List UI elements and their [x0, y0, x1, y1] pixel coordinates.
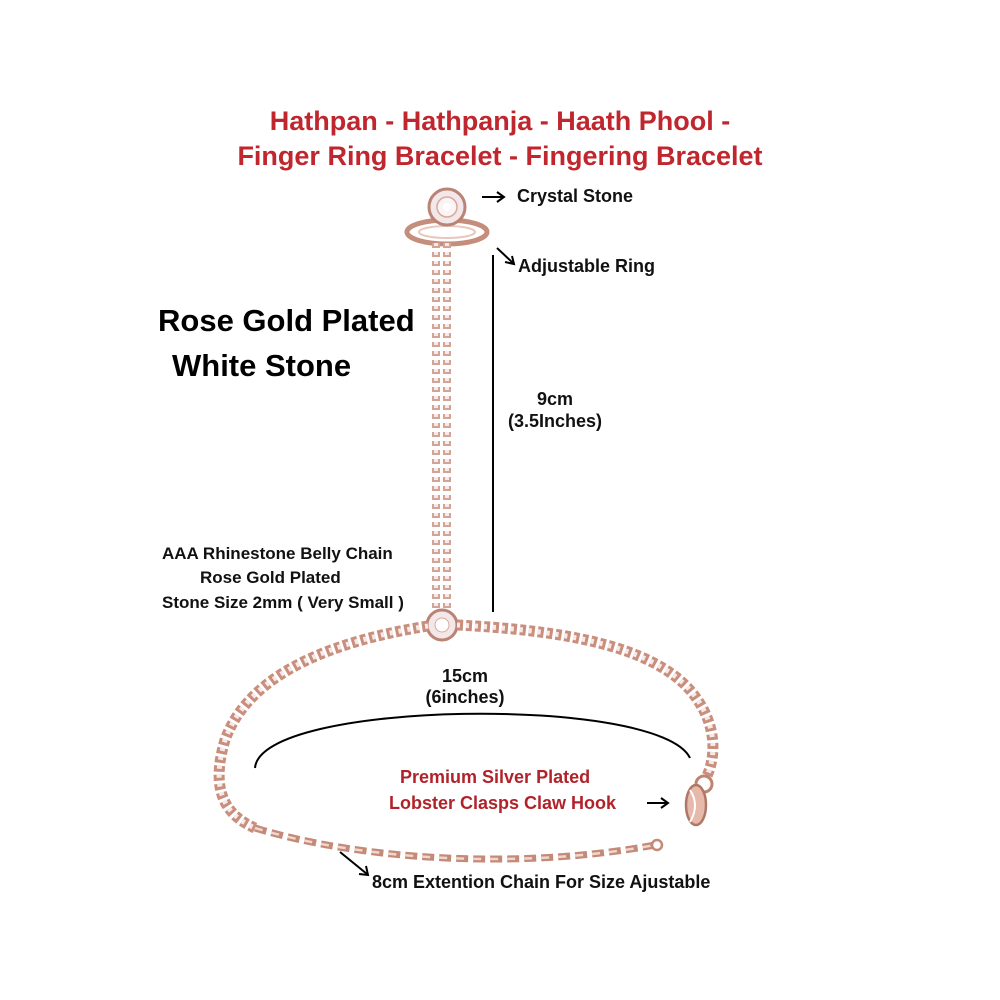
connector-stone: [425, 608, 459, 642]
bracelet-chain: [213, 619, 719, 834]
length-cm-label: 9cm: [536, 389, 574, 409]
width-cm-label: 15cm: [441, 666, 489, 686]
lobster-clasp: [684, 774, 714, 827]
chain-desc-line-2: Rose Gold Plated: [200, 568, 341, 587]
plating-heading: Rose Gold Plated: [158, 303, 415, 338]
title-line-2: Finger Ring Bracelet - Fingering Bracele…: [237, 141, 763, 171]
arrow-crystal-stone: [482, 191, 506, 203]
chain-desc-line-3: Stone Size 2mm ( Very Small ): [162, 593, 404, 612]
clasp-label-line-1: Premium Silver Plated: [400, 767, 591, 787]
arrow-extension-chain: [339, 851, 370, 877]
width-in-label: (6inches): [425, 687, 505, 707]
extension-chain: [253, 824, 664, 863]
title-line-1: Hathpan - Hathpanja - Haath Phool -: [269, 106, 731, 136]
chain-desc-line-1: AAA Rhinestone Belly Chain: [162, 544, 393, 563]
width-measure-arc: [254, 712, 691, 769]
crystal-stone-label: Crystal Stone: [517, 186, 634, 206]
stone-heading: White Stone: [172, 348, 352, 383]
adjustable-ring-label: Adjustable Ring: [518, 256, 656, 276]
clasp-label-line-2: Lobster Clasps Claw Hook: [389, 793, 617, 813]
arrow-lobster-clasp: [647, 797, 670, 809]
arrow-adjustable-ring: [496, 247, 516, 266]
length-in-label: (3.5Inches): [507, 411, 603, 431]
crystal-stone: [427, 187, 467, 227]
finger-chain: [432, 243, 451, 612]
extension-chain-label: 8cm Extention Chain For Size Ajustable: [372, 872, 711, 892]
